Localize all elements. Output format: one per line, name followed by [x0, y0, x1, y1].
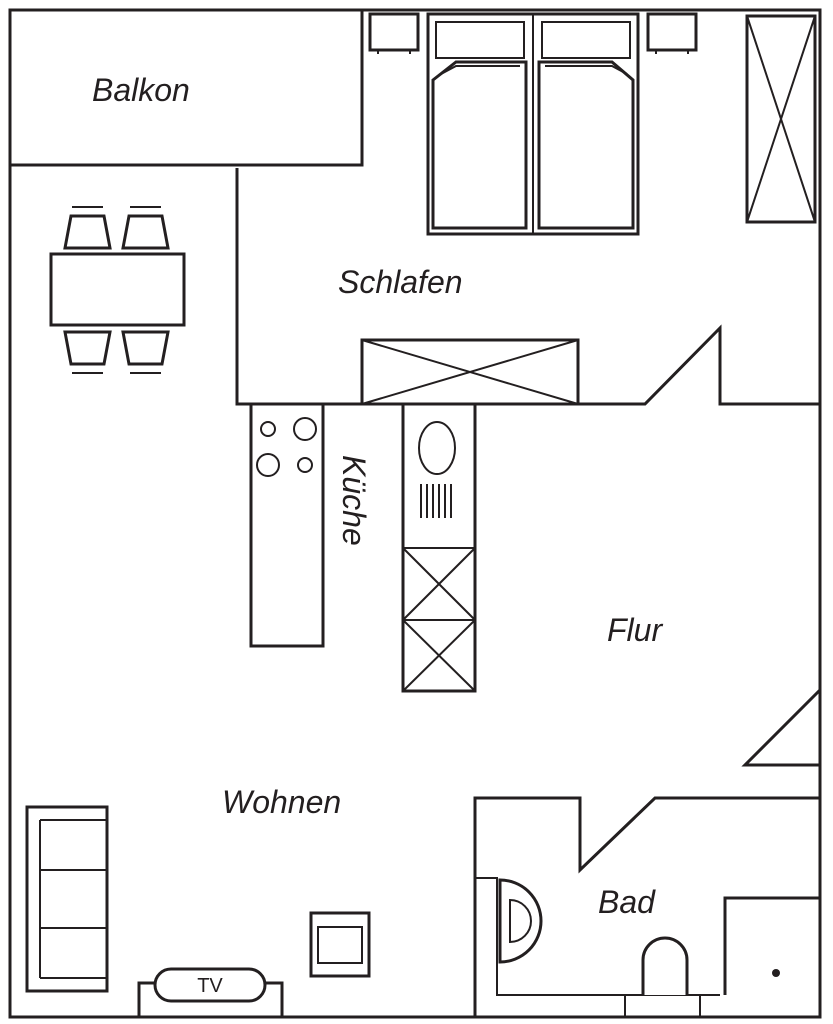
room-label-kueche: Küche — [336, 455, 372, 546]
tv-label: TV — [197, 975, 223, 997]
chair — [121, 214, 170, 250]
armchair — [309, 911, 371, 978]
blanket-left — [431, 60, 528, 230]
pillow-left — [435, 21, 525, 59]
burner — [260, 421, 276, 437]
balcony-wall — [10, 10, 364, 167]
burner — [293, 417, 317, 441]
blanket-right — [537, 60, 635, 230]
bedroom-furniture — [360, 12, 817, 406]
living-furniture: TV — [25, 805, 371, 1019]
washbasin — [498, 878, 543, 964]
nightstand-left — [368, 12, 420, 52]
toilet — [641, 936, 689, 995]
burner — [297, 457, 313, 473]
bathroom-furniture — [498, 878, 820, 1017]
room-label-balkon: Balkon — [92, 72, 190, 108]
kitchen-furniture — [249, 402, 477, 693]
room-label-schlafen: Schlafen — [338, 264, 463, 300]
dining-table — [49, 252, 186, 327]
room-label-flur: Flur — [607, 612, 663, 648]
nightstand-right — [646, 12, 698, 52]
drain-board — [420, 484, 452, 518]
shower-drain — [772, 969, 780, 977]
bedroom-wall — [235, 168, 820, 406]
stove-counter — [249, 402, 325, 648]
dining-set — [49, 206, 186, 374]
chair — [121, 330, 170, 366]
tv — [153, 967, 267, 1003]
chair — [63, 214, 112, 250]
chair — [63, 330, 112, 366]
room-label-wohnen: Wohnen — [222, 784, 341, 820]
sink-basin — [418, 421, 456, 475]
shower — [723, 896, 820, 995]
burner — [256, 453, 280, 477]
bathroom-door-jamb — [475, 877, 720, 996]
room-label-bad: Bad — [598, 884, 656, 920]
pillow-right — [541, 21, 631, 59]
bathroom-wall — [473, 796, 820, 1017]
